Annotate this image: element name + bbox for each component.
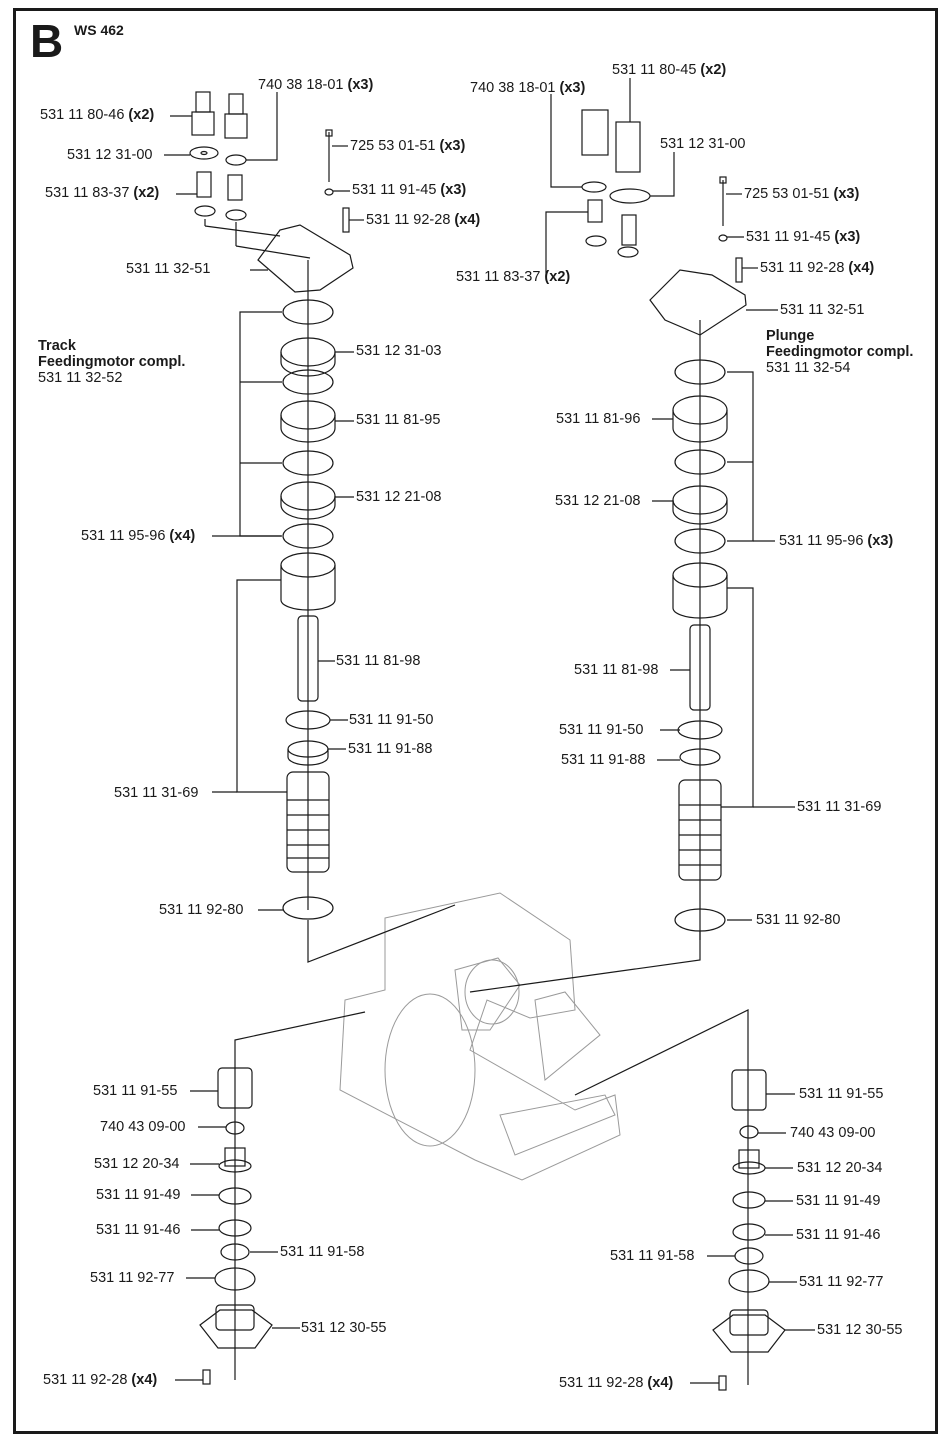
part-label[interactable]: 531 11 81-98	[574, 662, 659, 678]
right-fitting-a	[581, 109, 609, 156]
part-label[interactable]: 531 11 91-46	[796, 1227, 881, 1243]
part-label[interactable]: 531 11 92-77	[799, 1274, 884, 1290]
part-label[interactable]: 531 11 92-80	[756, 912, 841, 928]
part-label[interactable]: 740 38 18-01 (x3)	[470, 80, 586, 96]
assembly-title: Feedingmotor compl.	[38, 354, 186, 370]
part-label[interactable]: 531 11 92-28 (x4)	[760, 260, 875, 276]
assembly-part-no: 531 11 32-54	[766, 360, 851, 376]
part-label[interactable]: 531 11 91-88	[348, 741, 433, 757]
right-valve-plate	[649, 269, 747, 336]
part-label[interactable]: 531 11 31-69	[114, 785, 199, 801]
gearbox-housing	[339, 892, 621, 1181]
section-letter: B	[30, 15, 64, 67]
part-label[interactable]: 531 12 20-34	[94, 1156, 180, 1172]
left-flange	[199, 1309, 273, 1349]
part-label[interactable]: 531 11 91-46	[96, 1222, 181, 1238]
left-spindle	[286, 771, 330, 873]
part-label[interactable]: 531 11 92-28 (x4)	[366, 212, 481, 228]
assembly-part-no: 531 11 32-52	[38, 370, 123, 386]
leader-lines-right	[545, 78, 815, 1384]
left-fitting-b	[224, 113, 248, 139]
part-label[interactable]: 531 12 30-55	[817, 1322, 903, 1338]
part-label[interactable]: 740 43 09-00	[100, 1119, 186, 1135]
part-label[interactable]: 531 11 91-50	[559, 722, 644, 738]
left-valve-plate	[257, 224, 354, 293]
part-label[interactable]: 531 11 91-45 (x3)	[352, 182, 467, 198]
part-label[interactable]: 531 11 92-28 (x4)	[559, 1375, 674, 1391]
assembly-title-plunge: Plunge Feedingmotor compl. 531 11 32-54	[766, 328, 913, 376]
part-label[interactable]: 740 38 18-01 (x3)	[258, 77, 374, 93]
lower-left-stack	[199, 1011, 366, 1385]
lower-right-stack	[574, 1009, 786, 1391]
part-label[interactable]: 725 53 01-51 (x3)	[350, 138, 466, 154]
part-label[interactable]: 531 11 81-96	[556, 411, 641, 427]
assembly-name: Plunge	[766, 328, 815, 344]
part-label[interactable]: 531 11 91-55	[93, 1083, 178, 1099]
leader-lines-left	[164, 92, 364, 1381]
part-label[interactable]: 531 12 21-08	[555, 493, 641, 509]
part-label[interactable]: 531 11 31-69	[797, 799, 882, 815]
part-label[interactable]: 531 11 91-49	[96, 1187, 181, 1203]
left-shaft	[297, 615, 319, 702]
part-label[interactable]: 740 43 09-00	[790, 1125, 876, 1141]
right-stack	[469, 109, 754, 993]
part-label[interactable]: 531 12 31-00	[67, 147, 153, 163]
part-label[interactable]: 531 11 91-45 (x3)	[746, 229, 861, 245]
model-name: WS 462	[74, 22, 124, 38]
part-label[interactable]: 531 11 91-55	[799, 1086, 884, 1102]
part-label[interactable]: 531 11 83-37 (x2)	[45, 185, 160, 201]
right-spindle	[678, 779, 722, 881]
part-label[interactable]: 531 11 81-98	[336, 653, 421, 669]
part-label[interactable]: 531 12 21-08	[356, 489, 442, 505]
part-label[interactable]: 531 12 31-00	[660, 136, 746, 152]
part-label[interactable]: 531 11 32-51	[780, 302, 865, 318]
part-label[interactable]: 531 11 91-49	[796, 1193, 881, 1209]
part-label[interactable]: 531 11 32-51	[126, 261, 211, 277]
part-label[interactable]: 531 11 95-96 (x3)	[779, 533, 894, 549]
diagram-frame	[13, 8, 938, 1434]
part-label[interactable]: 531 11 80-45 (x2)	[612, 62, 727, 78]
part-label[interactable]: 531 11 80-46 (x2)	[40, 107, 155, 123]
assembly-title: Feedingmotor compl.	[766, 344, 914, 360]
right-fitting-b	[615, 121, 641, 173]
part-label[interactable]: 531 12 31-03	[356, 343, 442, 359]
part-label[interactable]: 531 11 83-37 (x2)	[456, 269, 571, 285]
part-label[interactable]: 531 11 92-28 (x4)	[43, 1372, 158, 1388]
part-label[interactable]: 531 11 91-58	[280, 1244, 365, 1260]
assembly-name: Track	[38, 338, 76, 354]
part-label[interactable]: 531 12 20-34	[797, 1160, 883, 1176]
left-fitting-a	[191, 111, 215, 136]
part-label[interactable]: 531 11 81-95	[356, 412, 441, 428]
part-label[interactable]: 531 11 91-50	[349, 712, 434, 728]
part-label[interactable]: 725 53 01-51 (x3)	[744, 186, 860, 202]
part-label[interactable]: 531 11 95-96 (x4)	[81, 528, 196, 544]
part-label[interactable]: 531 11 92-80	[159, 902, 244, 918]
assembly-title-track: Track Feedingmotor compl. 531 11 32-52	[38, 338, 185, 386]
right-needle-bearing	[731, 1069, 767, 1111]
right-shaft	[689, 624, 711, 711]
part-label[interactable]: 531 12 30-55	[301, 1320, 387, 1336]
part-label[interactable]: 531 11 91-88	[561, 752, 646, 768]
part-label[interactable]: 531 11 91-58	[610, 1248, 695, 1264]
part-label[interactable]: 531 11 92-77	[90, 1270, 175, 1286]
left-needle-bearing	[217, 1067, 253, 1109]
right-flange	[712, 1314, 786, 1353]
